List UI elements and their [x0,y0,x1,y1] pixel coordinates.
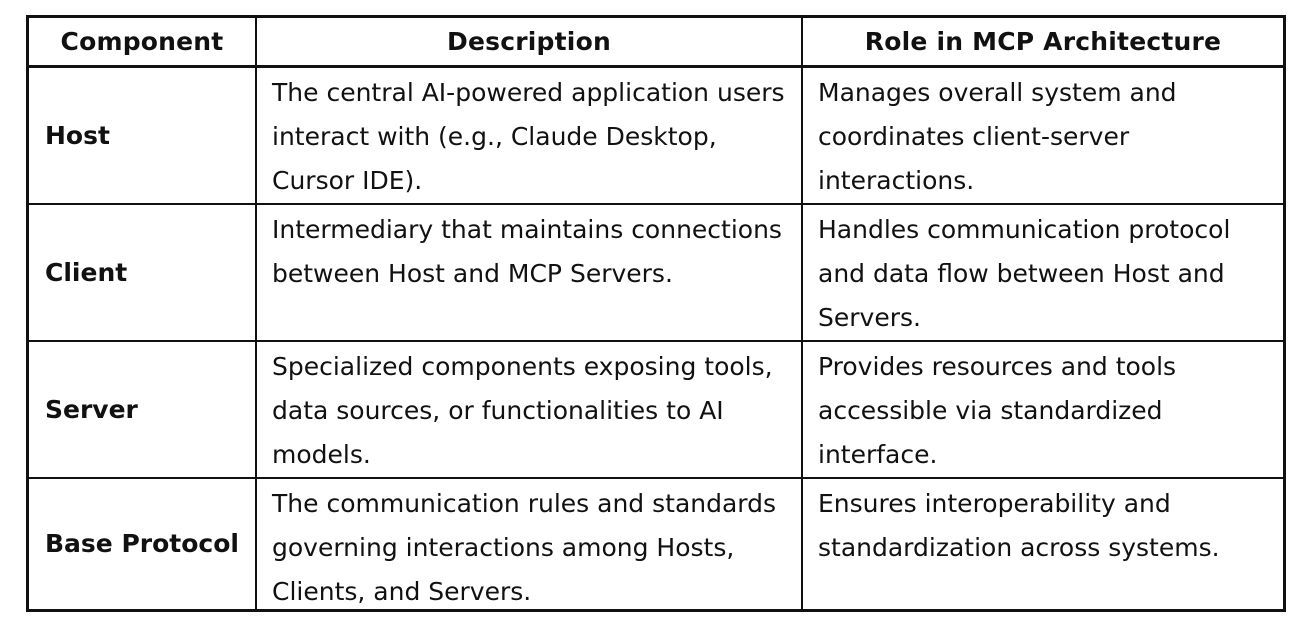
table-row-host-component: Host [29,68,257,205]
column-header-component: Component [29,18,257,68]
table-row-host-description: The central AI-powered application users… [257,68,803,205]
mcp-components-table: Component Description Role in MCP Archit… [26,15,1286,612]
table-row-client-component: Client [29,205,257,342]
table-row-base-protocol-role: Ensures interoperability and standardiza… [818,489,1220,562]
table-row-server-role: Provides resources and tools accessible … [803,342,1283,479]
table-row-server-component: Server [29,342,257,479]
table-row-base-protocol-description: The communication rules and standards go… [257,479,803,609]
table-row-client-role: Handles communication protocol and data … [803,205,1283,342]
column-header-role: Role in MCP Architecture [803,18,1283,68]
column-header-description: Description [257,18,803,68]
table-row-base-protocol-component: Base Protocol [29,479,257,609]
table-row-server-description: Specialized components exposing tools, d… [257,342,803,479]
table-row-host-role: Manages overall system and coordinates c… [803,68,1283,205]
table-row-client-description: Intermediary that maintains connections … [257,205,803,342]
